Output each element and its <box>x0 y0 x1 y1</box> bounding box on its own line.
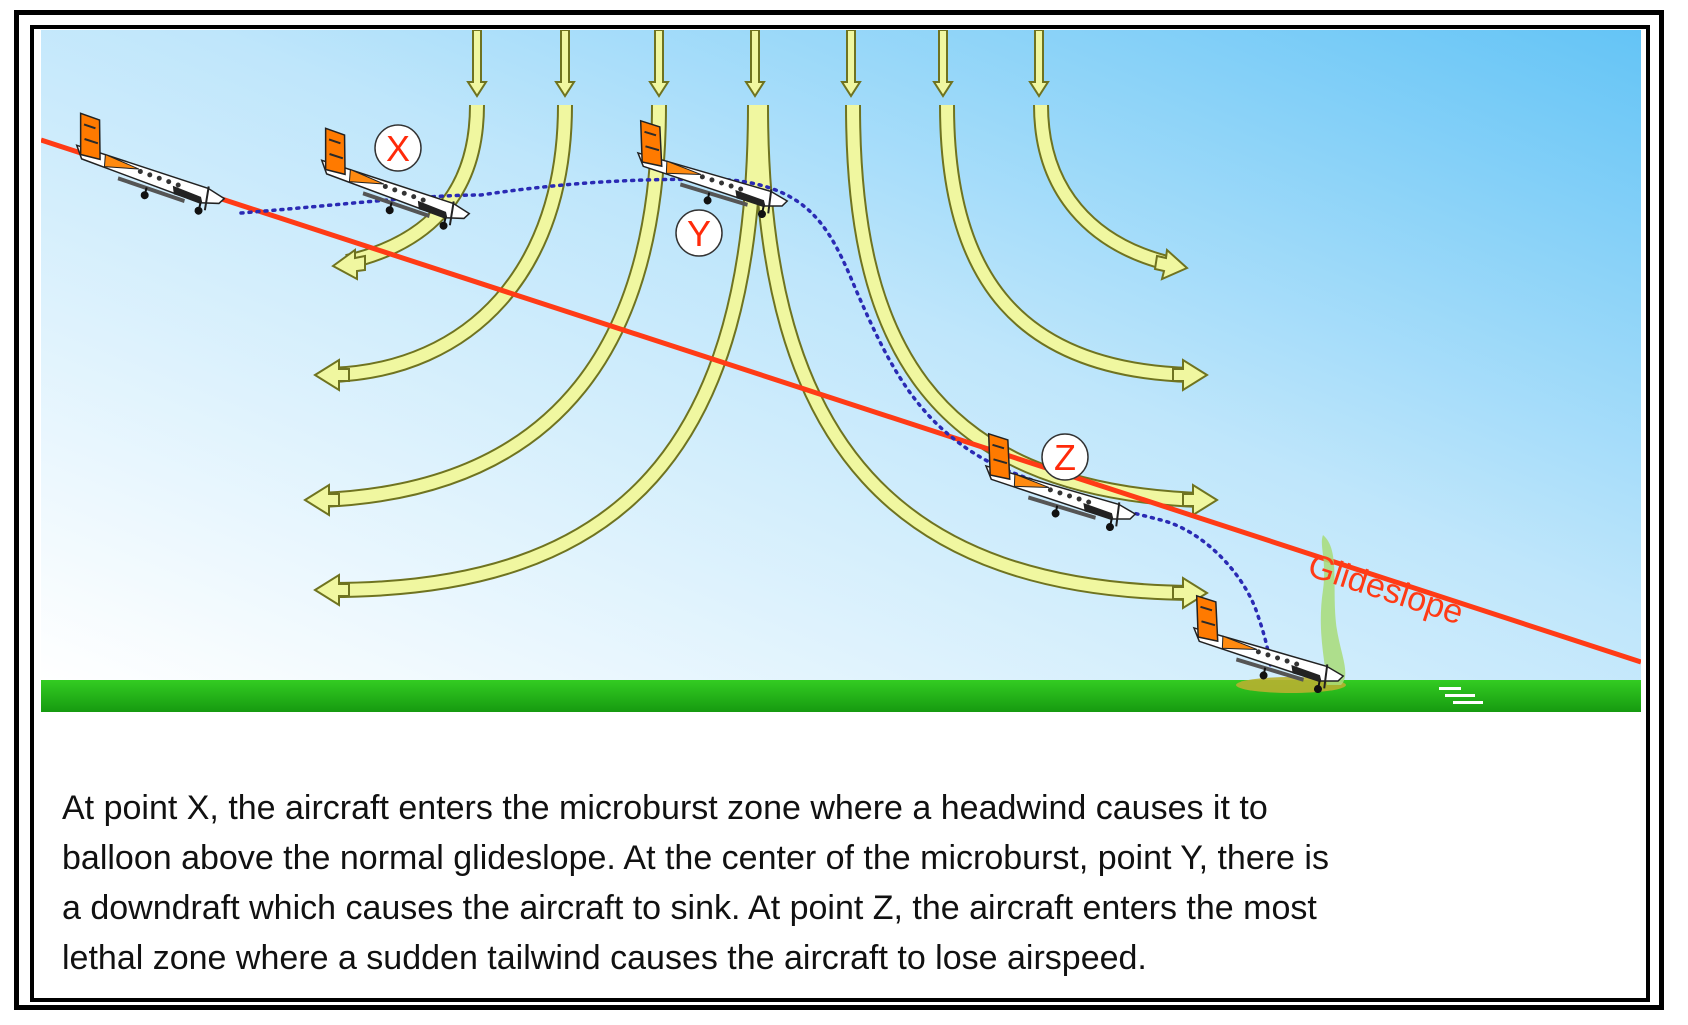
microburst-diagram: X Y Z Glideslope <box>41 30 1641 770</box>
sky-background <box>41 30 1641 680</box>
outflow-arrowheads <box>303 247 1219 610</box>
label-y-text: Y <box>687 213 711 254</box>
downdraft-arrows <box>466 30 1050 98</box>
runway-markings <box>1439 687 1483 704</box>
label-point-y: Y <box>675 209 723 257</box>
flight-path <box>239 177 1273 672</box>
caption-line-2: balloon above the normal glideslope. At … <box>62 839 1329 877</box>
label-x-text: X <box>386 128 410 169</box>
caption-line-3: a downdraft which causes the aircraft to… <box>62 889 1317 927</box>
ground <box>41 680 1641 712</box>
caption: At point X, the aircraft enters the micr… <box>62 783 1622 983</box>
caption-line-1: At point X, the aircraft enters the micr… <box>62 789 1268 827</box>
label-z-text: Z <box>1054 437 1076 478</box>
caption-line-4: lethal zone where a sudden tailwind caus… <box>62 939 1147 977</box>
glideslope-line <box>41 137 1641 665</box>
label-point-x: X <box>374 124 422 172</box>
label-point-z: Z <box>1041 433 1089 481</box>
